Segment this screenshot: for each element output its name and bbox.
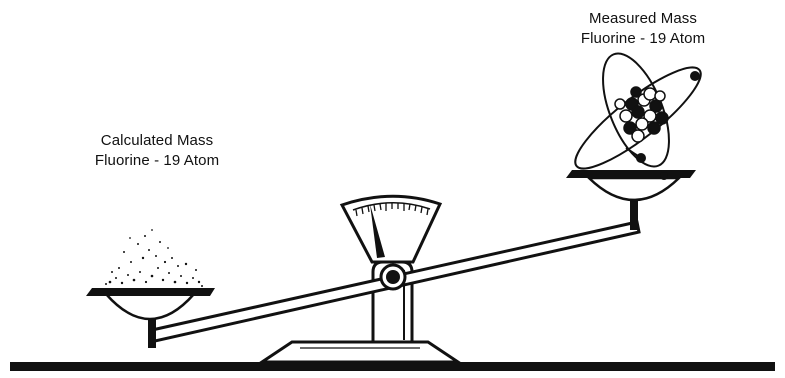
electron bbox=[660, 172, 668, 180]
nucleus bbox=[615, 87, 668, 142]
measured-mass-label-line2: Fluorine - 19 Atom bbox=[548, 29, 738, 49]
scale-base bbox=[262, 342, 458, 362]
calculated-mass-label-line2: Fluorine - 19 Atom bbox=[62, 151, 252, 171]
electron bbox=[690, 71, 700, 81]
right-pan-plate bbox=[566, 170, 696, 178]
left-pan-plate bbox=[86, 288, 215, 296]
measured-mass-label: Measured Mass Fluorine - 19 Atom bbox=[548, 9, 738, 49]
electron bbox=[636, 153, 646, 163]
scattered-particles-icon bbox=[105, 229, 203, 287]
left-pan-support bbox=[148, 318, 156, 348]
left-pan-bowl bbox=[106, 294, 194, 319]
atom-icon bbox=[564, 45, 712, 182]
measured-mass-label-line1: Measured Mass bbox=[548, 9, 738, 29]
calculated-mass-label-line1: Calculated Mass bbox=[62, 131, 252, 151]
right-pan-bowl bbox=[589, 178, 679, 200]
calculated-mass-label: Calculated Mass Fluorine - 19 Atom bbox=[62, 131, 252, 171]
pivot-pin bbox=[386, 270, 400, 284]
dial-housing bbox=[342, 196, 440, 262]
